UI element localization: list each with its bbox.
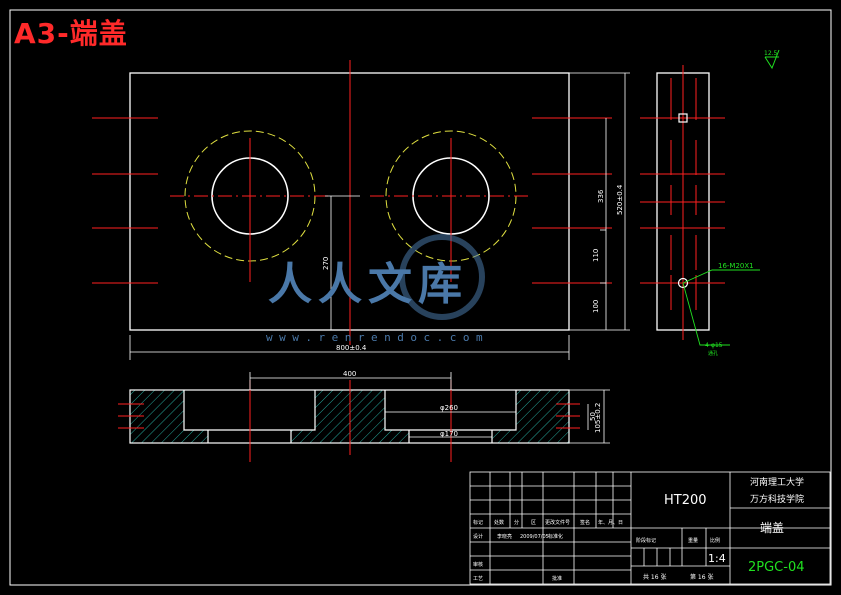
dim-400: 400 (343, 370, 356, 378)
designer: 李晓亮 (497, 533, 512, 540)
dim-170: φ170 (440, 430, 458, 438)
front-view: 336 520±0.4 110 100 270 800±0.4 (92, 60, 630, 360)
title-block (469, 471, 831, 585)
scale-value: 1:4 (708, 552, 726, 565)
side-view: 16-M20X1 4-φ15 通孔 (640, 65, 760, 357)
front-right-dims (325, 72, 630, 331)
section-view: 400 φ260 φ170 50 105±0.2 (118, 370, 610, 462)
dim-800-line (129, 335, 570, 360)
drawing-number: 2PGC-04 (748, 560, 805, 575)
side-hole-top (678, 113, 688, 123)
approve-label: 批准 (552, 575, 562, 582)
dim-260: φ260 (440, 404, 458, 412)
weight-label: 重量 (688, 537, 698, 544)
school-line1: 河南理工大学 (750, 476, 804, 488)
dim-800: 800±0.4 (336, 344, 367, 352)
design-date: 2009/07/05 (520, 534, 549, 540)
roughness-value: 12.5 (764, 50, 778, 57)
hdr-qu: 区 (531, 520, 536, 526)
review-label: 审核 (473, 561, 483, 568)
dim-100: 100 (592, 300, 600, 313)
callout-thread: 16-M20X1 (718, 262, 754, 270)
craft-label: 工艺 (473, 576, 483, 582)
dim-520: 520±0.4 (616, 184, 624, 215)
part-name: 端盖 (760, 521, 784, 535)
hdr-count: 处数 (494, 519, 504, 526)
watermark-url: www.renrendoc.com (266, 331, 490, 344)
watermark-text: 人人文库 (268, 259, 468, 310)
front-center-lines (92, 60, 612, 345)
callout-holes-note: 通孔 (708, 350, 718, 357)
hdr-mark: 标记 (473, 519, 483, 526)
hdr-date: 年、月、日 (598, 519, 623, 526)
sheet-number: 第 16 张 (690, 573, 713, 581)
hdr-sign: 签名 (580, 519, 590, 526)
callout-holes: 4-φ15 (705, 342, 723, 349)
hdr-change: 更改文件号 (545, 519, 570, 526)
dim-270: 270 (322, 257, 330, 270)
dim-110: 110 (592, 249, 600, 262)
watermark-logo (399, 234, 485, 320)
material: HT200 (664, 493, 707, 508)
side-thread-hole (677, 277, 689, 289)
title-block-text: HT200 河南理工大学 万方科技学院 端盖 2PGC-04 1:4 阶段标记 … (473, 476, 805, 582)
dim-336: 336 (597, 189, 605, 203)
design-label: 设计 (473, 533, 483, 540)
dim-50: 50 (589, 412, 597, 421)
drawing-frame (9, 9, 832, 586)
std-label: 标准化 (548, 533, 563, 540)
sheet-title: A3-端盖 (14, 17, 128, 50)
sheets: 共 16 张 (643, 573, 666, 581)
stage-label: 阶段标记 (636, 537, 656, 544)
dim-105: 105±0.2 (594, 403, 602, 433)
school-line2: 万方科技学院 (750, 493, 804, 505)
ratio-label: 比例 (710, 537, 720, 544)
roughness-symbol: 12.5 (764, 49, 780, 70)
hdr-fen: 分 (514, 519, 519, 526)
